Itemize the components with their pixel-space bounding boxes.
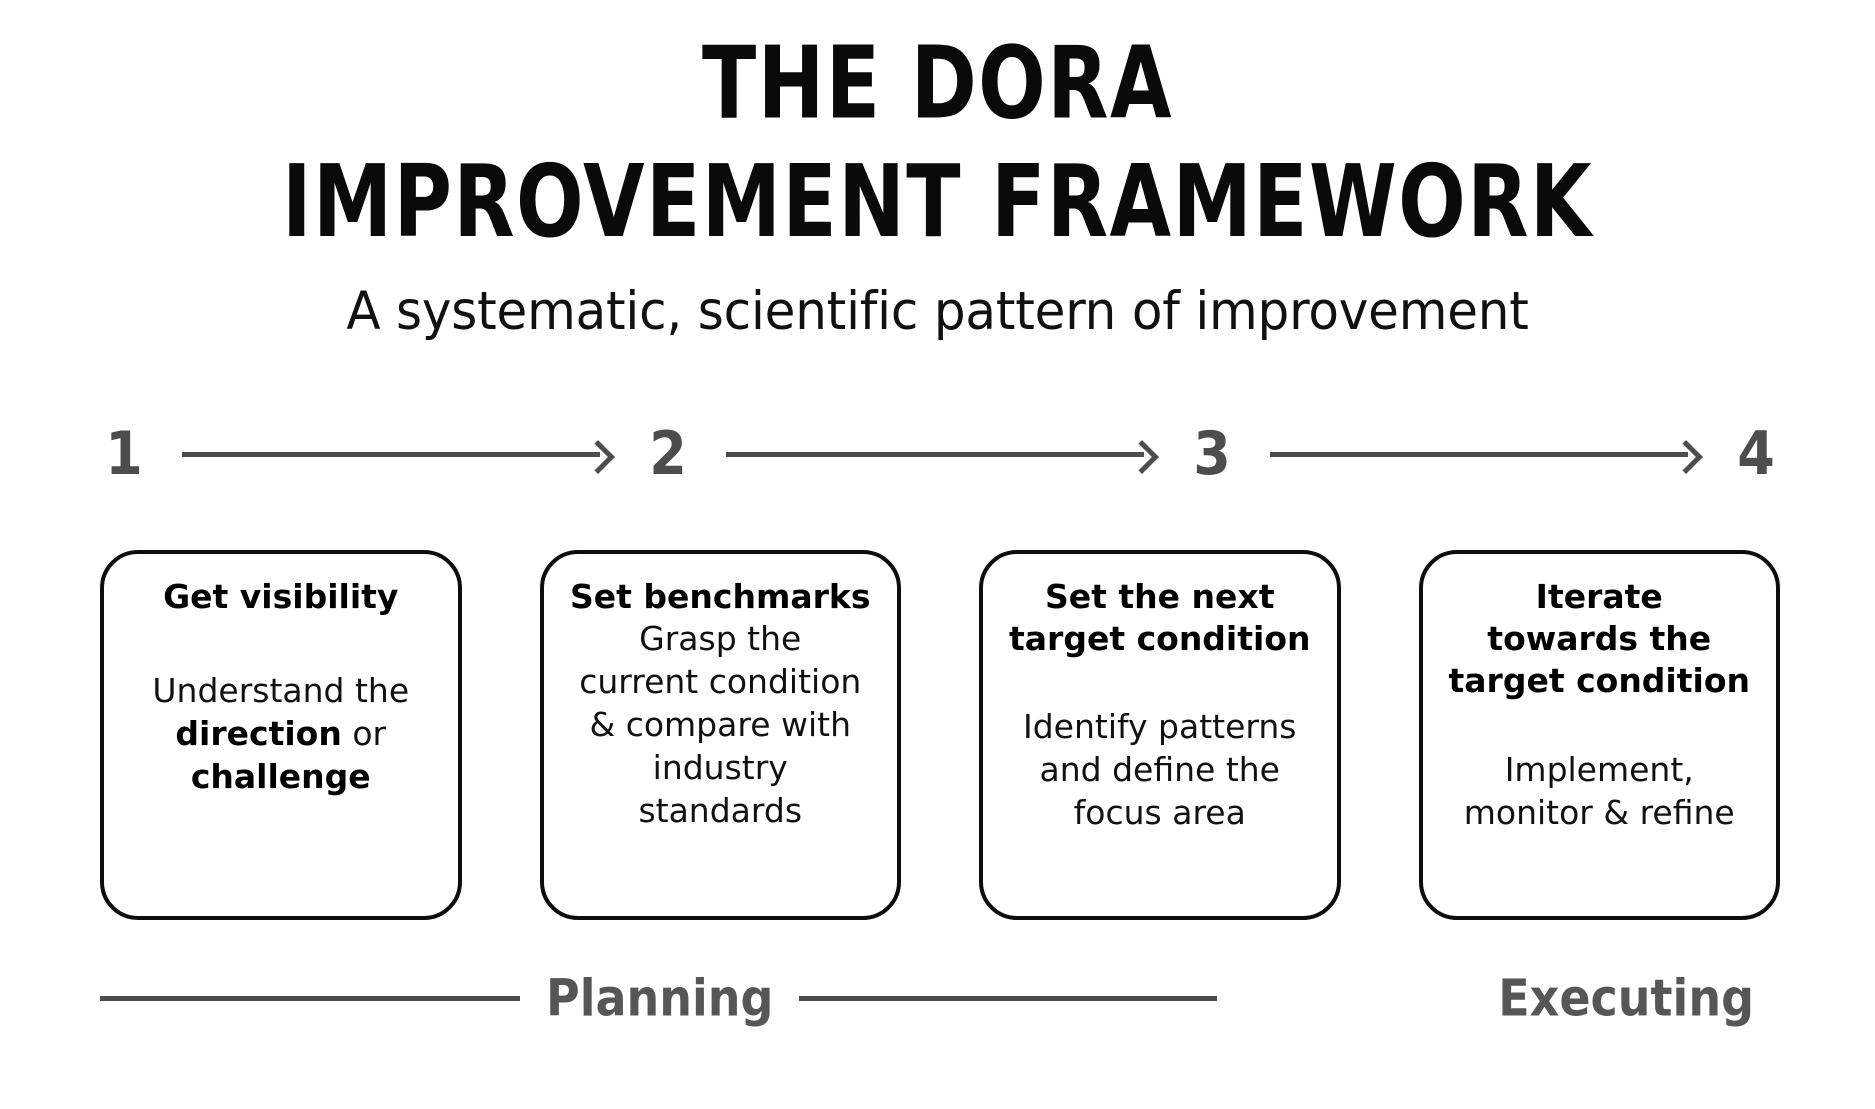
phase-label-planning: Planning (546, 968, 774, 1028)
step-card-1-emphasis-direction: direction (175, 714, 342, 754)
page-header: THE DORA IMPROVEMENT FRAMEWORK A systema… (0, 26, 1875, 342)
arrow-shaft (1270, 451, 1688, 457)
page-title: THE DORA IMPROVEMENT FRAMEWORK (281, 26, 1594, 260)
arrow-2-to-3-icon (726, 439, 1159, 474)
step-card-2-body: Grasp the current condition & compare wi… (579, 619, 862, 830)
phase-line-left (100, 995, 520, 1001)
arrow-3-to-4-icon (1270, 439, 1703, 474)
step-number-2: 2 (649, 418, 687, 489)
step-number-4: 4 (1737, 418, 1775, 489)
step-card-4-body: Implement, monitor & refine (1463, 749, 1735, 832)
step-card-3[interactable]: Set the next target condition Identify p… (979, 550, 1341, 920)
step-card-4-heading: Iterate towards the target condition (1448, 577, 1751, 701)
step-cards: Get visibility Understand the direction … (100, 550, 1780, 920)
step-card-3-body: Identify patterns and define the focus a… (1022, 707, 1297, 833)
step-card-1-body-part-2: or (352, 714, 387, 754)
step-sequence: 1 2 3 4 (100, 418, 1780, 490)
arrow-head (1669, 439, 1703, 474)
step-card-1-body-part-1: Understand the (152, 671, 410, 711)
step-card-1-body: Understand the direction or challenge (152, 670, 409, 799)
phase-bar: Planning Executing (100, 968, 1780, 1028)
step-card-1-emphasis-challenge: challenge (190, 757, 371, 797)
arrow-1-to-2-icon (182, 439, 615, 474)
step-card-3-heading: Set the next target condition (1009, 577, 1311, 659)
step-number-1: 1 (105, 418, 143, 489)
step-card-2[interactable]: Set benchmarks Grasp the current conditi… (539, 550, 901, 920)
arrow-head (581, 439, 615, 474)
phase-label-executing: Executing (1498, 968, 1754, 1028)
arrow-shaft (182, 451, 600, 457)
phase-line-right (799, 995, 1218, 1001)
step-card-1-heading: Get visibility (163, 577, 399, 616)
step-card-2-heading: Set benchmarks (570, 577, 871, 616)
step-card-4[interactable]: Iterate towards the target condition Imp… (1418, 550, 1780, 920)
step-card-1[interactable]: Get visibility Understand the direction … (100, 550, 462, 920)
arrow-shaft (726, 451, 1144, 457)
step-number-3: 3 (1193, 418, 1231, 489)
page-subtitle: A systematic, scientific pattern of impr… (346, 279, 1529, 342)
arrow-head (1125, 439, 1159, 474)
